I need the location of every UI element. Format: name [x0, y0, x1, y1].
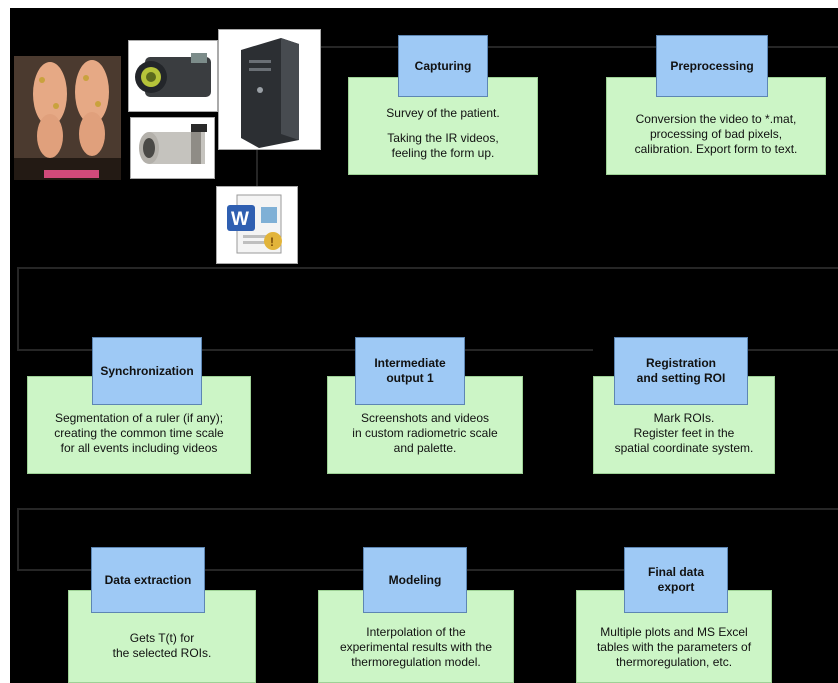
feet-photo	[14, 56, 121, 180]
extraction-text: Gets T(t) for the selected ROIs.	[112, 631, 212, 660]
intermediate-stage-box: Screenshots and videos in custom radiome…	[327, 376, 523, 474]
synchronization-text: Segmentation of a ruler (if any); creati…	[54, 411, 224, 455]
synchronization-title: Synchronization	[92, 337, 202, 405]
modeling-text: Interpolation of the experimental result…	[339, 625, 493, 669]
registration-title: Registration and setting ROI	[614, 337, 748, 405]
svg-text:W: W	[231, 209, 249, 230]
capturing-text-1: Survey of the patient.	[386, 106, 500, 120]
right-foot-icon	[75, 60, 109, 124]
final-title: Final data export	[624, 547, 728, 613]
extraction-title: Data extraction	[91, 547, 205, 613]
synchronization-stage-box: Segmentation of a ruler (if any); creati…	[27, 376, 251, 474]
preprocessing-title: Preprocessing	[656, 35, 768, 97]
intermediate-title: Intermediate output 1	[355, 337, 465, 405]
preprocessing-text: Conversion the video to *.mat, processin…	[634, 112, 798, 156]
ir-camera-icon	[128, 40, 218, 112]
capturing-text-2: Taking the IR videos, feeling the form u…	[387, 131, 499, 160]
registration-text: Mark ROIs. Register feet in the spatial …	[614, 411, 754, 455]
capturing-title: Capturing	[398, 35, 488, 97]
final-text: Multiple plots and MS Excel tables with …	[596, 625, 752, 669]
modeling-title: Modeling	[363, 547, 467, 613]
cylinder-camera-icon	[130, 117, 215, 179]
intermediate-text: Screenshots and videos in custom radiome…	[352, 411, 498, 455]
preprocessing-stage-box: Conversion the video to *.mat, processin…	[606, 77, 826, 175]
word-document-icon: W !	[216, 186, 298, 264]
computer-tower-icon	[218, 29, 321, 150]
svg-text:!: !	[270, 235, 274, 249]
